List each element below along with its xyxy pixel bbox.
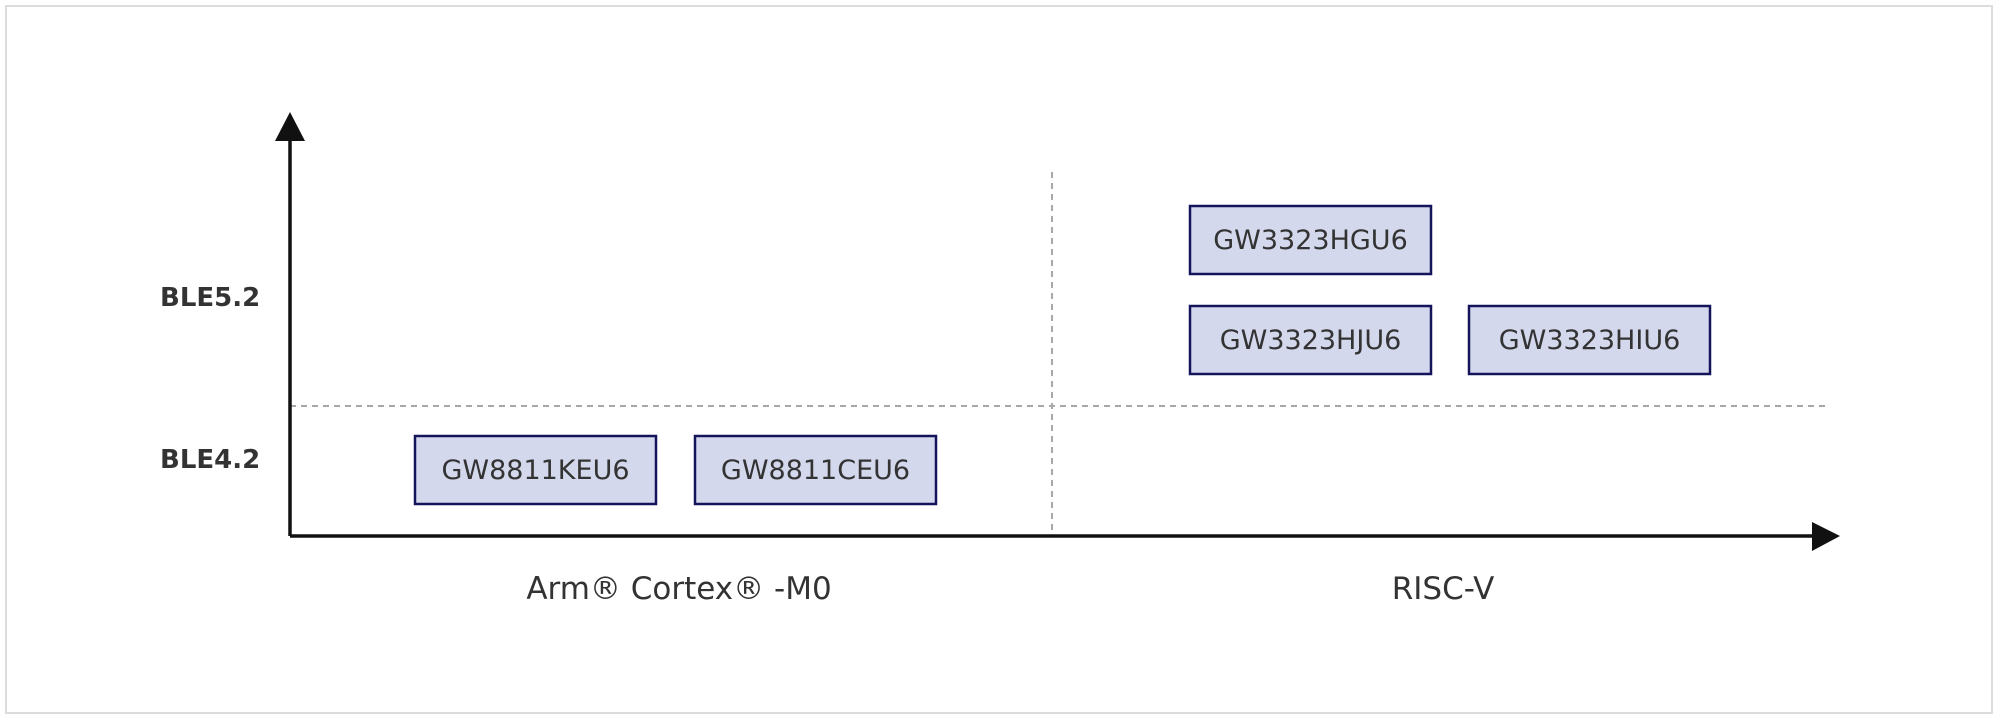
product-label: GW3323HIU6 xyxy=(1499,325,1681,356)
diagram-frame xyxy=(5,5,1993,714)
y-label-ble52: BLE5.2 xyxy=(160,283,260,313)
product-box-gw8811ceu6: GW8811CEU6 xyxy=(693,434,938,506)
x-label-risc-v: RISC-V xyxy=(1392,571,1495,607)
product-label: GW8811CEU6 xyxy=(721,455,910,486)
y-axis-arrow-icon xyxy=(275,112,305,141)
product-box-gw8811keu6: GW8811KEU6 xyxy=(413,434,658,506)
y-label-ble42: BLE4.2 xyxy=(160,445,260,475)
product-box-gw3323hju6: GW3323HJU6 xyxy=(1188,304,1433,376)
x-axis-arrow-icon xyxy=(1812,522,1840,551)
product-box-gw3323hiu6: GW3323HIU6 xyxy=(1467,304,1712,376)
product-box-gw3323hgu6: GW3323HGU6 xyxy=(1188,204,1433,276)
product-label: GW3323HGU6 xyxy=(1213,225,1408,256)
product-label: GW8811KEU6 xyxy=(441,455,629,486)
product-label: GW3323HJU6 xyxy=(1220,325,1402,356)
x-label-arm-cortex-m0: Arm® Cortex® -M0 xyxy=(526,571,831,607)
